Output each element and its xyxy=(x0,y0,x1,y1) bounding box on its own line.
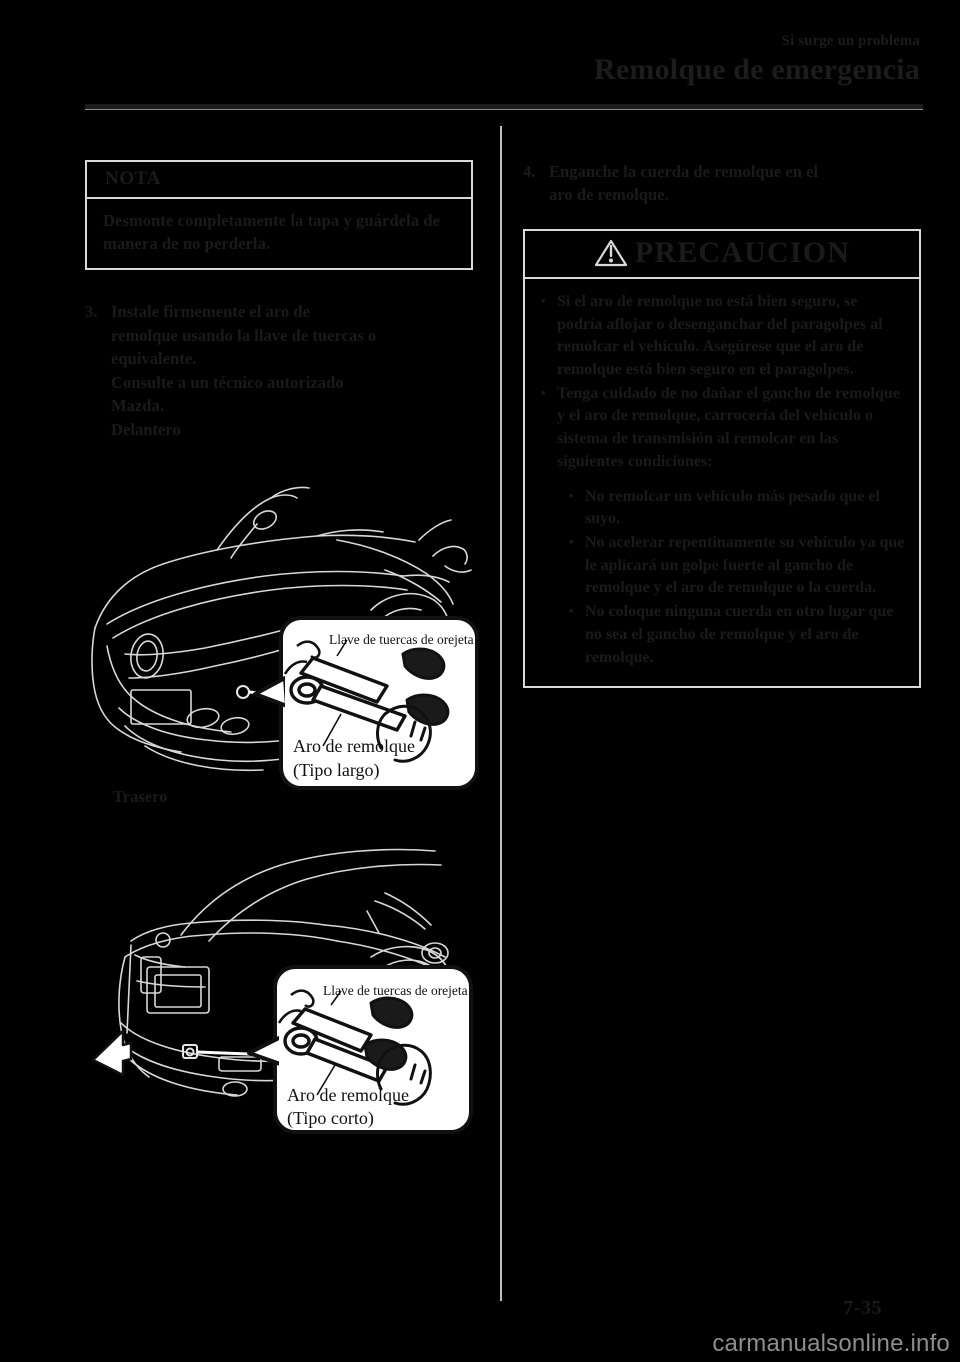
page-number: 7-35 xyxy=(843,1297,882,1319)
step-4-number: 4. xyxy=(523,162,536,181)
caution-box-header: PRECAUCION xyxy=(525,231,919,279)
step-3: 3. Instale firmemente el aro de remolque… xyxy=(85,300,477,441)
step-3-text: Instale firmemente el aro de remolque us… xyxy=(111,300,376,441)
note-box-header: NOTA xyxy=(87,162,471,199)
caution-sub-bullet-1: No remolcar un vehículo más pesado que e… xyxy=(559,486,905,531)
step-3-line-2: remolque usando la llave de tuercas o xyxy=(111,325,377,345)
step-3-line-1: Instale firmemente el aro de xyxy=(111,302,311,322)
warning-triangle-icon xyxy=(594,239,627,266)
caution-sub-bullet-3: No coloque ninguna cuerda en otro lugar … xyxy=(559,601,905,669)
front-callout-type-label: (Tipo largo) xyxy=(293,760,380,781)
caution-bullet-2: Tenga cuidado de no dañar el gancho de r… xyxy=(533,383,905,474)
step-3-number: 3. xyxy=(85,302,98,322)
note-box-title: NOTA xyxy=(105,168,161,189)
front-bumper-tow-hook-illustration: Llave de tuercas de orejeta Aro de remol… xyxy=(85,478,485,798)
note-box: NOTA Desmonte completamente la tapa y gu… xyxy=(85,160,473,271)
rear-bumper-tow-hook-illustration: Llave de tuercas de orejeta Aro de remol… xyxy=(85,845,485,1140)
front-car-line-drawing: Llave de tuercas de orejeta Aro de remol… xyxy=(91,486,479,790)
rear-car-line-drawing: Llave de tuercas de orejeta Aro de remol… xyxy=(91,848,473,1134)
site-watermark: carmanualsonline.info xyxy=(712,1330,950,1357)
step-4-line-2: aro de remolque. xyxy=(549,185,669,205)
rear-callout-eyebolt-label: Aro de remolque xyxy=(287,1085,409,1105)
page-header: Si surge un problema Remolque de emergen… xyxy=(80,33,920,87)
caution-bullet-list: Si el aro de remolque no está bien segur… xyxy=(533,291,905,474)
rear-callout-type-label: (Tipo corto) xyxy=(287,1108,374,1129)
front-callout-eyebolt-label: Aro de remolque xyxy=(293,736,415,756)
caution-box-title: PRECAUCION xyxy=(634,235,851,269)
caution-box-body: Si el aro de remolque no está bien segur… xyxy=(525,279,919,687)
step-4-line-1: Enganche la cuerda de remolque en el xyxy=(549,162,819,181)
front-view-label: Delantero xyxy=(111,419,181,439)
step-4-text: Enganche la cuerda de remolque en el aro… xyxy=(549,160,818,207)
header-section-kicker: Si surge un problema xyxy=(781,33,920,49)
left-column: NOTA Desmonte completamente la tapa y gu… xyxy=(85,160,477,441)
column-divider xyxy=(500,126,502,1301)
page-title: Remolque de emergencia xyxy=(594,52,920,86)
note-box-text: Desmonte completamente la tapa y guárdel… xyxy=(103,210,441,253)
step-3-line-5: Mazda. xyxy=(111,396,164,416)
caution-sub-bullet-list: No remolcar un vehículo más pesado que e… xyxy=(533,486,905,670)
rear-callout-bubble: Llave de tuercas de orejeta Aro de remol… xyxy=(247,965,473,1134)
location-arrow-icon xyxy=(91,1029,133,1077)
rear-callout-wrench-label: Llave de tuercas de orejeta xyxy=(323,983,468,998)
caution-sub-bullet-2: No acelerar repentinamente su vehículo y… xyxy=(559,532,905,600)
note-box-body: Desmonte completamente la tapa y guárdel… xyxy=(87,199,471,269)
step-3-line-3: equivalente. xyxy=(111,349,197,369)
header-divider-rule xyxy=(85,104,923,110)
step-4: 4. Enganche la cuerda de remolque en el … xyxy=(523,160,923,207)
rear-view-label: Trasero xyxy=(113,787,168,806)
front-callout-bubble: Llave de tuercas de orejeta Aro de remol… xyxy=(253,616,479,790)
front-callout-wrench-label: Llave de tuercas de orejeta xyxy=(329,632,474,647)
caution-box: PRECAUCION Si el aro de remolque no está… xyxy=(523,228,921,689)
step-3-line-4: Consulte a un técnico autorizado xyxy=(111,372,344,392)
caution-bullet-1: Si el aro de remolque no está bien segur… xyxy=(533,291,905,382)
right-column: 4. Enganche la cuerda de remolque en el … xyxy=(523,160,923,689)
